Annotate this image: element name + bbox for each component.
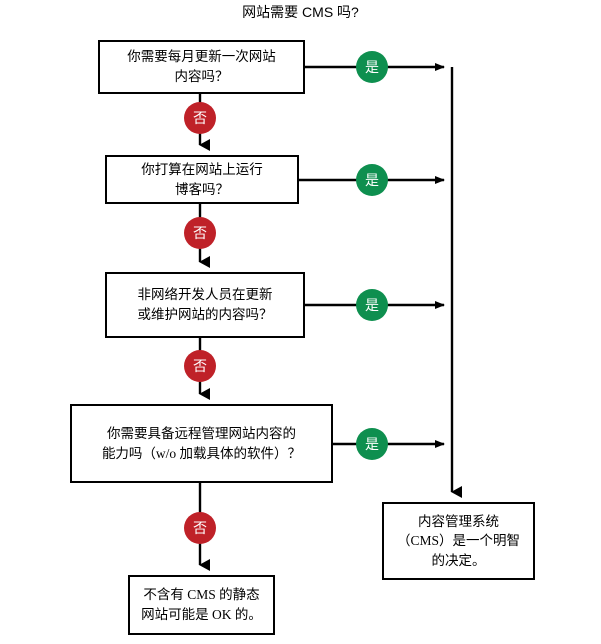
no-badge-q2: 否	[184, 217, 216, 249]
decision-box-monthly-updates[interactable]: 你需要每月更新一次网站 内容吗？	[98, 40, 305, 94]
decision-box-blog-label: 你打算在网站上运行 博客吗？	[141, 161, 263, 197]
yes-badge-q3: 是	[356, 289, 388, 321]
no-badge-q4-label: 否	[193, 520, 207, 536]
yes-badge-q3-label: 是	[365, 297, 379, 313]
decision-box-non-developer-edits-label: 非网络开发人员在更新 或维护网站的内容吗？	[137, 287, 273, 322]
no-badge-q3: 否	[184, 350, 216, 382]
decision-box-blog[interactable]: 你打算在网站上运行 博客吗？	[105, 155, 299, 204]
no-badge-q1-label: 否	[193, 110, 207, 126]
yes-badge-q1: 是	[356, 51, 388, 83]
result-box-static-site-ok[interactable]: 不含有 CMS 的静态 网站可能是 OK 的。	[128, 575, 275, 635]
decision-box-non-developer-edits[interactable]: 非网络开发人员在更新 或维护网站的内容吗？	[105, 272, 305, 338]
result-box-cms-recommended-label: 内容管理系统 （CMS）是一个明智 的决定。	[396, 513, 521, 568]
decision-box-remote-management[interactable]: 你需要具备远程管理网站内容的 能力吗（w/o 加载具体的软件）？	[70, 404, 333, 483]
no-badge-q3-label: 否	[193, 358, 207, 374]
decision-box-remote-management-label: 你需要具备远程管理网站内容的 能力吗（w/o 加载具体的软件）？	[101, 425, 302, 461]
no-badge-q2-label: 否	[193, 225, 207, 241]
yes-badge-q2-label: 是	[365, 172, 379, 188]
yes-badge-q4: 是	[356, 428, 388, 460]
page-title: 网站需要 CMS 吗?	[242, 4, 359, 20]
yes-badge-q1-label: 是	[365, 59, 379, 75]
no-badge-q4: 否	[184, 512, 216, 544]
decision-box-monthly-updates-label: 你需要每月更新一次网站 内容吗？	[127, 49, 276, 84]
result-box-cms-recommended[interactable]: 内容管理系统 （CMS）是一个明智 的决定。	[382, 502, 535, 580]
yes-badge-q4-label: 是	[365, 436, 379, 452]
yes-badge-q2: 是	[356, 164, 388, 196]
result-box-static-site-ok-label: 不含有 CMS 的静态 网站可能是 OK 的。	[141, 587, 262, 622]
no-badge-q1: 否	[184, 102, 216, 134]
